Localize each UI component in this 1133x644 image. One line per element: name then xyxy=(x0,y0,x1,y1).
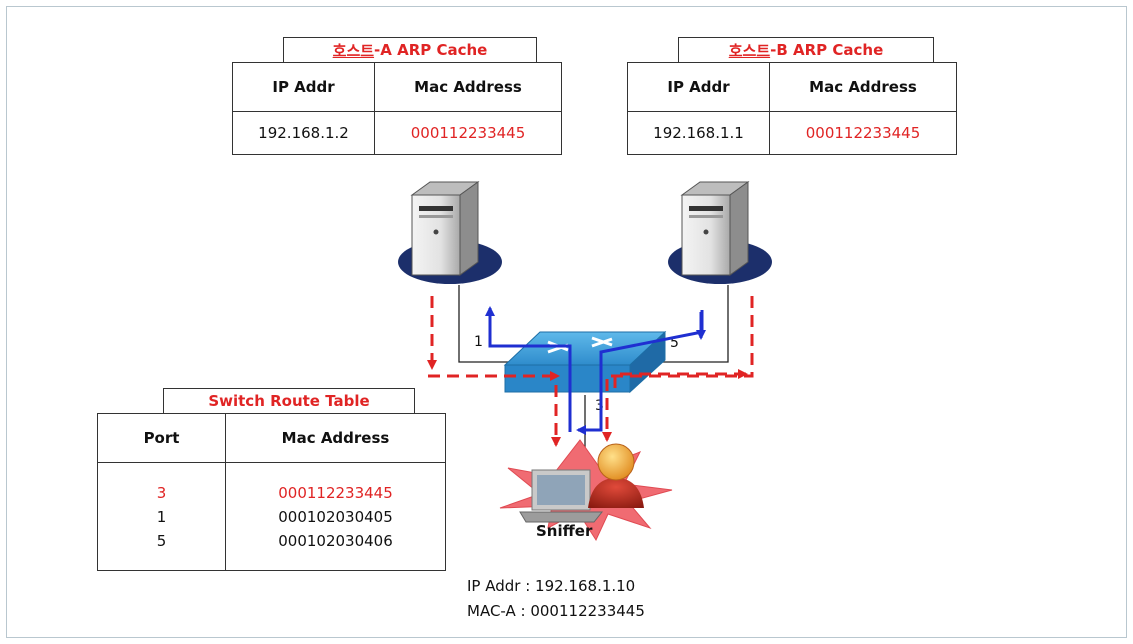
switch-col-port: Port xyxy=(97,413,226,463)
switch-icon xyxy=(503,330,667,394)
port-label-right: 5 xyxy=(670,335,679,351)
host-b-server-icon xyxy=(668,181,772,284)
switch-row-mac: 000112233445 xyxy=(278,483,393,502)
host-a-server-icon xyxy=(398,181,502,284)
host-a-mac: 000112233445 xyxy=(374,111,562,155)
host-a-arp-cache-table: IP Addr Mac Address 192.168.1.2 00011223… xyxy=(232,62,562,155)
switch-row-port: 1 xyxy=(156,507,167,526)
port-label-left: 1 xyxy=(474,334,483,350)
host-b-mac: 000112233445 xyxy=(769,111,957,155)
red-arrow-host-b-to-sniffer xyxy=(602,296,754,442)
host-b-title-prefix: 호스트 xyxy=(728,41,771,60)
switch-row-port: 3 xyxy=(156,483,167,502)
sniffer-label: Sniffer xyxy=(536,522,593,540)
switch-port-cell: 3 1 5 xyxy=(97,462,226,571)
switch-route-table: Port Mac Address 3 1 5 000112233445 0001… xyxy=(97,413,446,571)
host-a-title-prefix: 호스트 xyxy=(332,41,375,60)
host-a-col-mac: Mac Address xyxy=(374,62,562,112)
cable-host-a xyxy=(458,285,530,363)
sniffer-ip: IP Addr : 192.168.1.10 xyxy=(467,577,636,595)
host-a-cache-title: 호스트-A ARP Cache xyxy=(283,37,537,62)
host-b-title-suffix: -B ARP Cache xyxy=(770,41,884,59)
switch-row-mac: 000102030405 xyxy=(278,507,393,526)
diagram-frame xyxy=(6,6,1127,638)
sniffer-mac: MAC-A : 000112233445 xyxy=(467,602,645,620)
blue-arrow-to-sniffer xyxy=(576,352,603,435)
switch-table-title: Switch Route Table xyxy=(163,388,415,413)
switch-mac-cell: 000112233445 000102030405 000102030406 xyxy=(225,462,446,571)
switch-row-port: 5 xyxy=(156,531,167,550)
blue-arrow-to-host-a xyxy=(485,306,572,432)
switch-row-mac: 000102030406 xyxy=(278,531,393,550)
host-a-title-suffix: -A ARP Cache xyxy=(374,41,488,59)
sniffer-info: IP Addr : 192.168.1.10 MAC-A : 000112233… xyxy=(467,574,645,624)
blue-flow-arrows xyxy=(485,306,706,435)
host-b-ip: 192.168.1.1 xyxy=(627,111,770,155)
host-b-arp-cache-table: IP Addr Mac Address 192.168.1.1 00011223… xyxy=(627,62,957,155)
switch-table-title-text: Switch Route Table xyxy=(208,392,370,410)
red-arrow-to-host-b xyxy=(613,369,748,388)
host-b-col-mac: Mac Address xyxy=(769,62,957,112)
switch-col-mac: Mac Address xyxy=(225,413,446,463)
sniffer-icon xyxy=(499,439,673,542)
port-label-bottom: 3 xyxy=(595,398,604,414)
host-b-cache-title: 호스트-B ARP Cache xyxy=(678,37,934,62)
red-flow-arrows xyxy=(427,296,754,447)
host-a-ip: 192.168.1.2 xyxy=(232,111,375,155)
cable-host-b xyxy=(640,285,729,363)
